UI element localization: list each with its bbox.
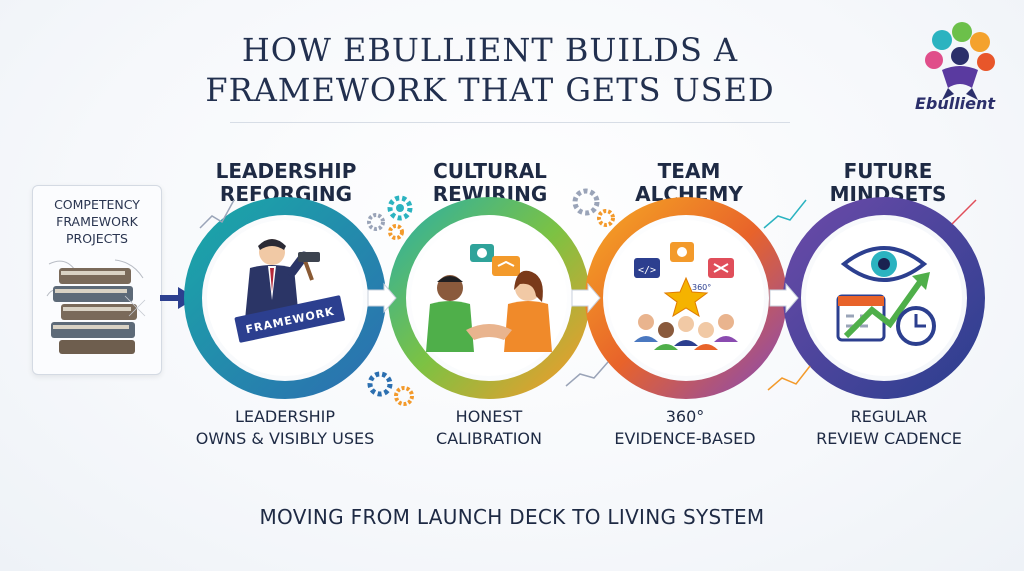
page-title: HOW EBULLIENT BUILDS A FRAMEWORK THAT GE… [150,30,830,110]
title-divider [230,122,790,123]
ring-cultural [388,197,590,399]
mini-chart-icon [199,199,977,391]
ebullient-logo-icon [925,22,995,100]
source-card: COMPETENCY FRAMEWORK PROJECTS [32,185,162,375]
stage-caption-leadership: LEADERSHIP OWNS & VISIBLY USES [195,407,375,448]
svg-text:</>: </> [638,265,656,276]
stage-caption-future: REGULAR REVIEW CADENCE [816,407,962,448]
handshake-icon [426,244,552,352]
title-line-1: HOW EBULLIENT BUILDS A [241,31,739,69]
stage-title-leadership: LEADERSHIP REFORGING [215,159,357,206]
tagline: MOVING FROM LAUNCH DECK TO LIVING SYSTEM [259,505,765,529]
stage-title-cultural: CULTURAL REWIRING [432,159,548,206]
source-label: COMPETENCY FRAMEWORK PROJECTS [54,197,140,246]
team-star-icon: </> 360° [634,242,738,350]
stage-title-team: TEAM ALCHEMY [635,159,743,206]
connector-arrow-2 [571,282,601,314]
badge-360: 360° [692,283,711,292]
gear-icon [367,371,414,406]
gear-icon [572,188,615,227]
stage-title-future: FUTURE MINDSETS [829,159,947,206]
eye-growth-icon [836,246,936,346]
stage-caption-cultural: HONEST CALIBRATION [436,407,542,448]
logo-text: Ebullient [914,94,996,113]
dusty-books-icon [46,259,146,354]
stage-caption-team: 360° EVIDENCE-BASED [614,407,756,448]
connector-arrow-3 [769,282,799,314]
leader-hammer-icon: FRAMEWORK [234,239,345,343]
connector-arrow-1 [367,282,397,314]
title-line-2: FRAMEWORK THAT GETS USED [205,71,775,109]
gear-icon [367,195,413,240]
